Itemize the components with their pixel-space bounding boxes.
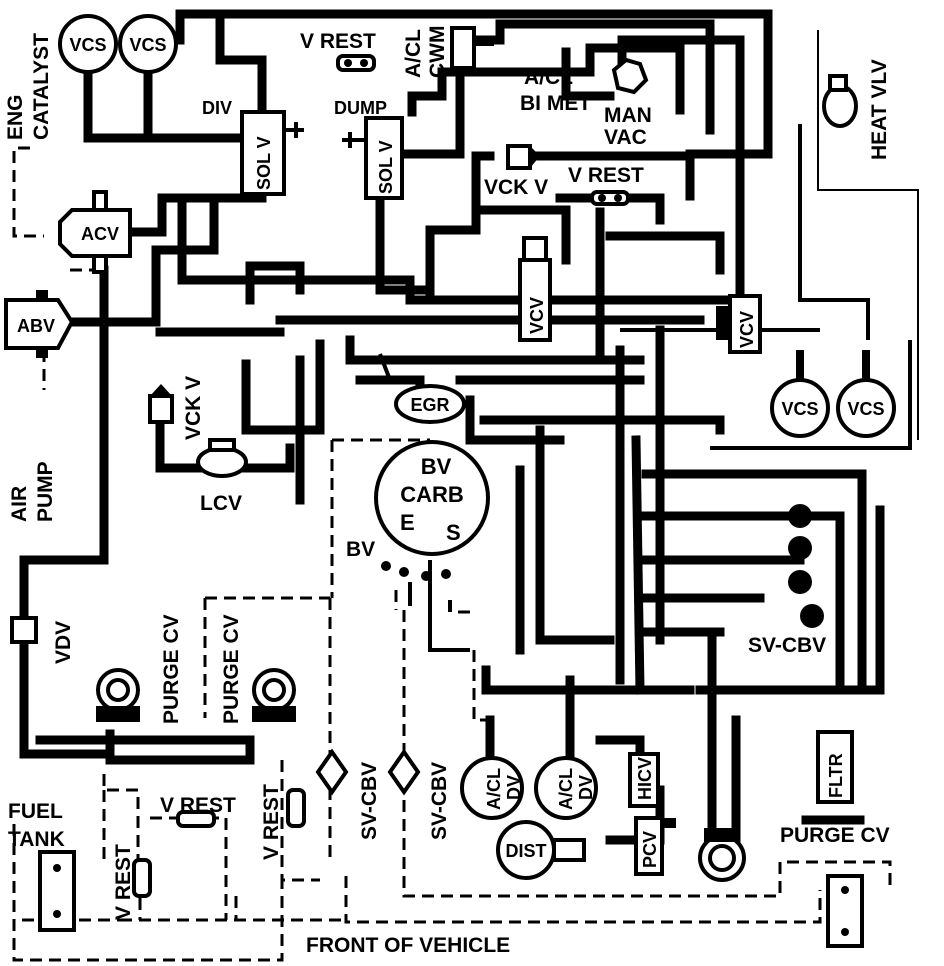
manifold-vacuum-fitting [611,57,649,95]
acv-valve: ACV [58,190,132,274]
dv-label: DV [576,775,596,800]
v-rest-label: V REST [300,30,376,53]
lcv-valve [196,438,248,478]
sv-cbv-label: SV-CBV [428,762,451,840]
acl-dv-1: A/CL DV [460,756,524,820]
sol-v-label: SOL V [254,136,274,190]
vcs-label: VCS [847,399,884,419]
v-rest-label: V REST [568,164,644,187]
pcv-label: PCV [640,831,660,868]
fltr-label: FLTR [826,753,846,798]
v-rest-restrictor-vertical-2 [132,858,152,898]
vck-v-label: VCK V [182,376,205,440]
bimet-label: BI MET [520,92,591,115]
dashed-hoses [12,146,892,962]
heat-vlv-label: HEAT VLV [868,59,891,160]
carb-s-label: S [446,520,461,545]
dist-label: DIST [505,841,546,861]
front-of-vehicle-label: FRONT OF VEHICLE [306,934,510,957]
egr-valve: EGR [394,384,466,424]
vcs-right-2: VCS [836,350,896,438]
vcs-label: VCS [129,35,166,55]
vdv-valve [10,616,38,644]
eng-label: ENG [4,94,27,140]
sv-cbv-left-1 [315,748,349,796]
fuel-tank [38,850,76,932]
acl-label: A/CL [556,768,576,810]
purge-cv-center [698,828,746,882]
acl-cwm-unit [450,26,494,70]
acl-bimet-label-1: A/CL [524,66,573,89]
vacuum-hoses [19,9,885,845]
vck-valve-top [506,144,540,170]
sv-cbv-right-fittings [788,504,824,628]
vcv-label: VCV [737,311,757,348]
carburetor: BV CARB E S [374,440,490,581]
v-rest-restrictor-mid [590,190,630,206]
cwm-label: CWM [426,26,449,78]
vcs-right-1: VCS [770,350,830,438]
vcv-center: VCV [518,236,552,342]
carb-label: CARB [400,482,464,507]
v-rest-label: V REST [260,784,283,860]
vcs-label: VCS [781,399,818,419]
thin-lines [378,30,919,652]
dv-label: DV [504,775,524,800]
man-label: MAN [604,104,652,127]
pump-label: PUMP [34,461,57,522]
tank-label: TANK [8,828,65,851]
v-rest-restrictor-bottom [176,810,216,828]
v-rest-label: V REST [112,844,135,920]
purge-cv-left-2 [252,668,296,722]
div-solenoid-valve: SOL V [240,110,304,196]
abv-label: ABV [17,316,55,336]
pcv-valve: PCV [634,816,676,876]
carb-e-label: E [400,510,415,535]
air-label: AIR [8,486,31,522]
vcs-label: VCS [69,35,106,55]
acl-dv-2: A/CL DV [534,756,598,820]
v-rest-restrictor-top [336,54,376,72]
hicv-label: HICV [635,757,655,800]
vcs-top-left-1: VCS [58,14,118,100]
vcv-label: VCV [527,297,547,334]
hicv-valve: HICV [628,752,660,808]
dump-solenoid-valve: SOL V [342,116,404,200]
v-rest-restrictor-vertical-1 [286,788,306,828]
acl-label: A/CL [484,768,504,810]
fuel-label: FUEL [8,800,63,823]
purge-cv-right-canister [826,874,864,948]
filter: FLTR [816,730,854,804]
carb-bv-label: BV [421,454,452,479]
dump-label: DUMP [334,98,387,118]
abv-valve: ABV [4,290,75,358]
acv-label: ACV [81,224,119,244]
acl-label: A/CL [402,29,425,78]
vac-label: VAC [604,126,647,149]
egr-label: EGR [410,395,449,415]
vck-v-label: VCK V [484,176,548,199]
lcv-label: LCV [200,492,242,515]
purge-cv-label: PURGE CV [160,614,183,724]
catalyst-label: CATALYST [30,33,53,140]
vcv-right: VCV [716,294,762,354]
sv-cbv-left-2 [387,748,421,796]
div-label: DIV [202,98,232,118]
heat-valve [822,74,858,128]
sv-cbv-label: SV-CBV [358,762,381,840]
vdv-label: VDV [52,621,75,664]
vck-valve-left [148,384,174,424]
sol-v-label: SOL V [376,140,396,194]
purge-cv-label: PURGE CV [220,614,243,724]
bv-label: BV [346,538,375,561]
purge-cv-label: PURGE CV [780,824,890,847]
vcs-top-left-2: VCS [118,14,178,100]
purge-cv-left-1 [96,668,140,722]
distributor: DIST [496,820,586,880]
sv-cbv-label: SV-CBV [748,634,826,657]
